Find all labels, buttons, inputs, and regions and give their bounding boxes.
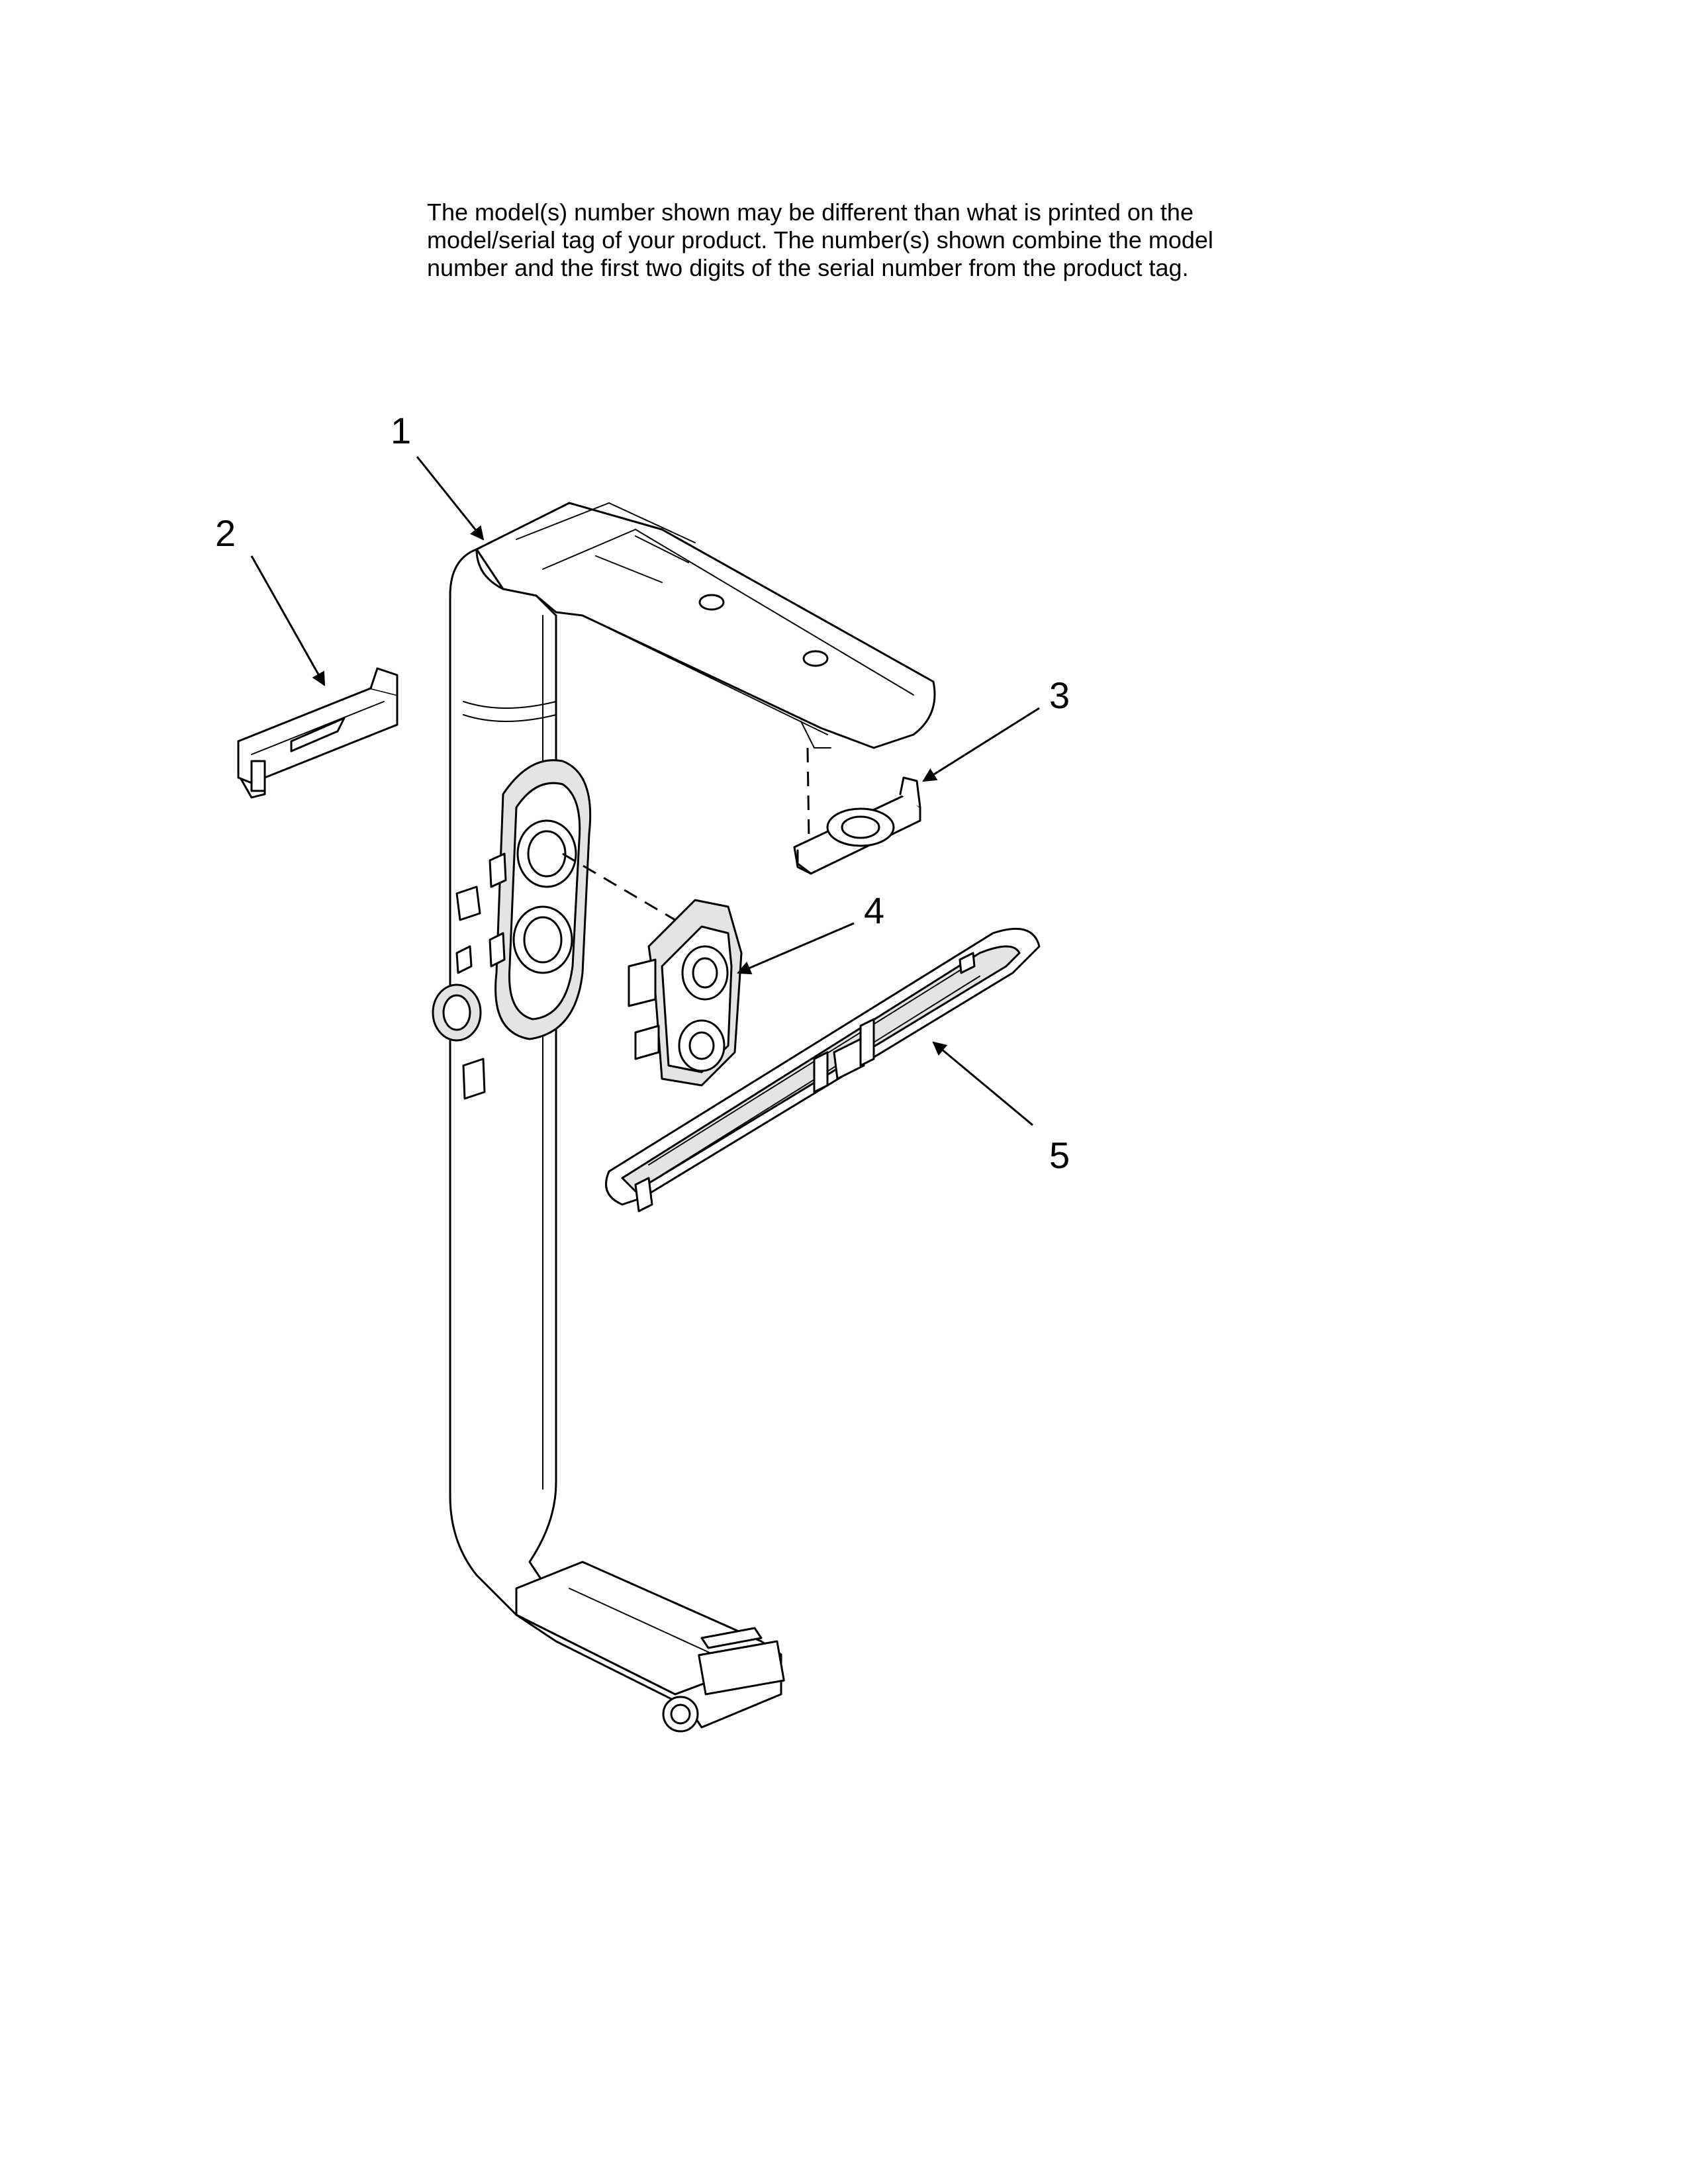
leader-line-2 (250, 555, 326, 686)
part-2-retainer-clip (237, 667, 399, 799)
callout-2: 2 (215, 512, 236, 554)
leader-line-1 (416, 456, 485, 541)
assembly-line-adapter (562, 852, 676, 921)
notice-line-1: The model(s) number shown may be differe… (427, 199, 1194, 226)
part-3-mounting-bracket (793, 776, 921, 875)
notice-line-3: number and the first two digits of the s… (427, 254, 1189, 281)
callout-4: 4 (864, 889, 884, 931)
callout-3: 3 (1049, 674, 1070, 716)
callout-5: 5 (1049, 1134, 1070, 1176)
leader-line-3 (922, 707, 1040, 782)
part-4-manifold-adapter (628, 899, 743, 1087)
notice-line-2: model/serial tag of your product. The nu… (427, 226, 1213, 253)
model-number-notice: The model(s) number shown may be differe… (427, 199, 1367, 282)
part-5-spray-arm (605, 927, 1041, 1212)
part-1-supply-tube (432, 502, 936, 1733)
assembly-line-bracket (806, 747, 810, 841)
callout-1: 1 (391, 410, 411, 451)
leader-line-4 (737, 922, 855, 975)
leader-line-5 (932, 1041, 1033, 1126)
